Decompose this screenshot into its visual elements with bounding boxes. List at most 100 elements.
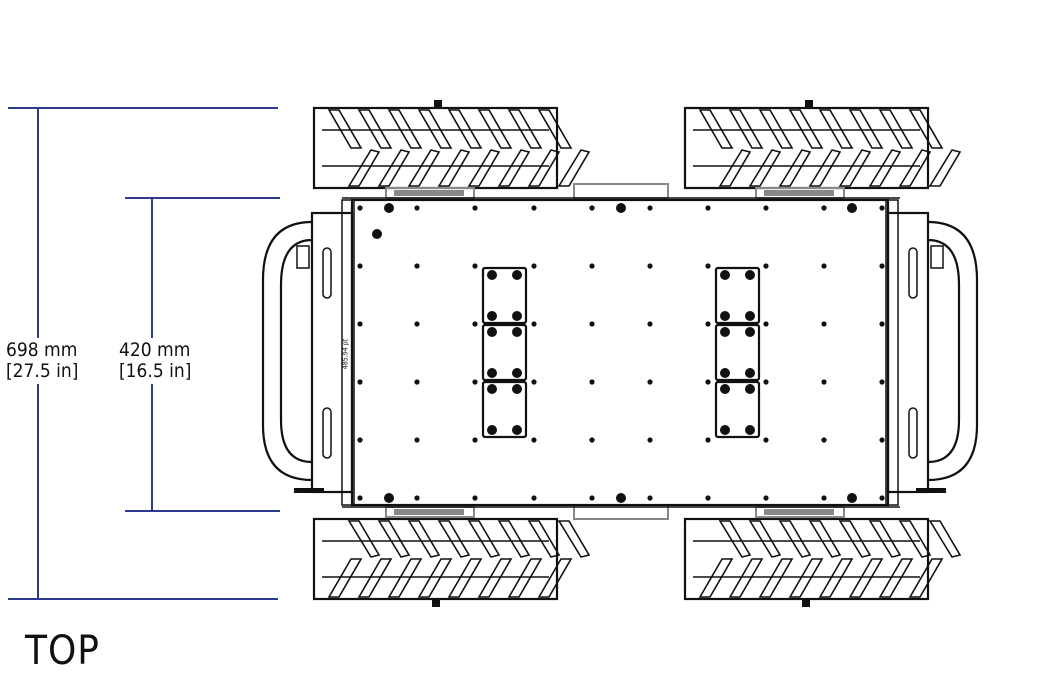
tread-lug — [788, 558, 824, 598]
handle-clip — [296, 245, 310, 269]
mounting-hole — [589, 379, 595, 385]
overall-width-mm: 698 mm — [6, 339, 78, 361]
bumper-plate — [341, 199, 355, 506]
tread-lug — [868, 520, 902, 558]
overall-width-in: [27.5 in] — [6, 360, 79, 382]
mounting-hole — [647, 495, 653, 501]
mounting-hole — [879, 379, 885, 385]
tread-lug — [898, 149, 932, 187]
view-title: TOP — [25, 628, 100, 674]
mounting-hole — [414, 437, 420, 443]
mounting-hole — [879, 321, 885, 327]
payload-mount-block — [714, 323, 761, 382]
large-hole — [847, 493, 857, 503]
tread-lug — [928, 520, 962, 558]
block-bolt — [720, 425, 730, 435]
large-hole — [847, 203, 857, 213]
mount-slot — [908, 407, 918, 459]
axle-mount — [385, 187, 475, 199]
mounting-hole — [357, 437, 363, 443]
tread-lug — [357, 558, 393, 598]
top-plate — [350, 198, 890, 507]
mount-bracket-detail — [764, 190, 834, 196]
mounting-hole — [472, 437, 478, 443]
mounting-hole — [472, 263, 478, 269]
mounting-hole — [589, 205, 595, 211]
tread-lug — [327, 558, 363, 598]
handle-outer — [261, 220, 313, 482]
mounting-hole — [414, 321, 420, 327]
track-width-in: [16.5 in] — [119, 360, 192, 382]
tread-lug — [387, 109, 423, 149]
handle-inner — [279, 238, 313, 464]
large-hole — [384, 203, 394, 213]
block-bolt — [487, 384, 497, 394]
mounting-hole — [705, 437, 711, 443]
block-bolt — [720, 270, 730, 280]
tread-lug — [878, 109, 914, 149]
mounting-hole — [879, 205, 885, 211]
block-bolt — [720, 327, 730, 337]
mount-bracket-detail — [764, 509, 834, 515]
mounting-hole — [705, 263, 711, 269]
large-hole — [384, 493, 394, 503]
mounting-hole — [357, 379, 363, 385]
mounting-hole — [879, 437, 885, 443]
tread-lug — [477, 558, 513, 598]
tread-lug — [447, 109, 483, 149]
tread-lug — [698, 558, 734, 598]
handle-outer — [927, 220, 979, 482]
mounting-hole — [705, 379, 711, 385]
mounting-hole — [531, 437, 537, 443]
mounting-hole — [472, 495, 478, 501]
mounting-hole — [414, 205, 420, 211]
mount-bracket-detail — [394, 190, 464, 196]
tread-lug — [527, 520, 561, 558]
tread-lug — [898, 520, 932, 558]
right-bumper — [885, 199, 979, 506]
mounting-hole — [763, 263, 769, 269]
wheel — [312, 517, 591, 601]
tread-lug — [868, 149, 902, 187]
block-bolt — [720, 311, 730, 321]
mounting-hole — [531, 495, 537, 501]
block-bolt — [512, 368, 522, 378]
mounting-hole — [357, 205, 363, 211]
tread-lug — [808, 149, 842, 187]
block-bolt — [720, 368, 730, 378]
mounting-hole — [763, 205, 769, 211]
mounting-hole — [821, 495, 827, 501]
overall-width-label: 698 mm [27.5 in] — [6, 340, 78, 382]
mounting-hole — [879, 495, 885, 501]
mounting-hole — [763, 437, 769, 443]
valve-stem — [802, 599, 810, 607]
block-bolt — [512, 425, 522, 435]
valve-stem — [434, 100, 442, 108]
mounting-hole — [472, 205, 478, 211]
tread-lug — [467, 149, 501, 187]
payload-mount-block — [714, 380, 761, 439]
tread-lug — [788, 109, 824, 149]
wheel — [683, 100, 962, 190]
block-bolt — [745, 327, 755, 337]
axle-mount — [755, 506, 845, 518]
tread-lug — [728, 109, 764, 149]
tread-lug — [878, 558, 914, 598]
axle-mount — [385, 506, 475, 518]
mounting-hole — [647, 263, 653, 269]
mount-slot — [322, 247, 332, 299]
tread-lug — [407, 149, 441, 187]
tread-lug — [838, 149, 872, 187]
block-bolt — [745, 384, 755, 394]
tread-lug — [718, 520, 752, 558]
mounting-hole — [589, 437, 595, 443]
tread-lug — [377, 149, 411, 187]
tread-lug — [778, 149, 812, 187]
block-bolt — [512, 384, 522, 394]
block-bolt — [487, 270, 497, 280]
mounting-hole — [647, 321, 653, 327]
tread-lug — [718, 149, 752, 187]
large-hole — [372, 229, 382, 239]
wheel — [683, 517, 962, 601]
tread-lug — [758, 109, 794, 149]
